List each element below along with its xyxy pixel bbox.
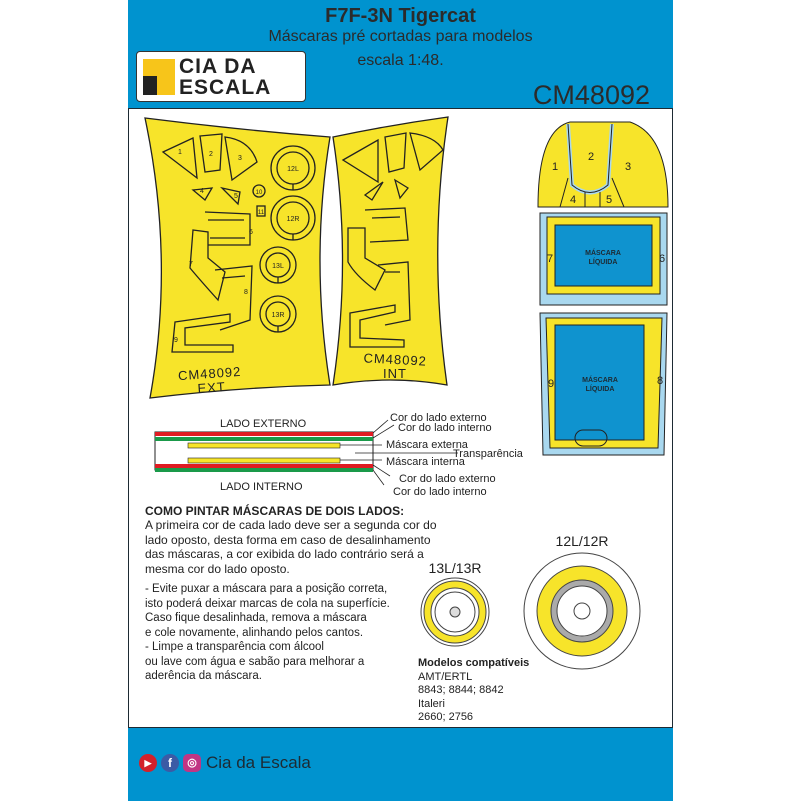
mask-number: 2 <box>209 151 213 158</box>
compatible-models: Modelos compatíveis AMT/ERTL 8843; 8844;… <box>418 657 529 725</box>
text-line: e cole novamente, alinhando pelos cantos… <box>145 626 364 639</box>
canopy-number: 1 <box>552 161 558 173</box>
text-line: - Limpe a transparência com álcool <box>145 641 324 653</box>
mask-number: 12L <box>287 166 299 173</box>
text-line: mesma cor do lado oposto. <box>145 561 290 576</box>
compat-line: 2660; 2756 <box>418 711 474 723</box>
mask-number: 10 <box>256 190 263 196</box>
callout: Cor do lado externo <box>399 473 496 485</box>
liquid-mask-area <box>554 324 645 441</box>
canopy-number: 4 <box>570 194 576 206</box>
compat-line: Italeri <box>418 697 445 710</box>
youtube-icon[interactable]: ▶ <box>139 754 157 772</box>
callout: Cor do lado interno <box>398 422 492 434</box>
liquid-mask-area <box>554 224 653 287</box>
logo-text-line2: ESCALA <box>179 76 272 99</box>
mask-number: 4 <box>200 188 204 195</box>
text-line: Caso fique desalinhada, remova a máscara <box>145 612 367 624</box>
mask-number: 9 <box>174 337 178 344</box>
liquid-mask-label: LÍQUIDA <box>589 257 618 266</box>
instructions-heading: COMO PINTAR MÁSCARAS DE DOIS LADOS: <box>145 504 405 518</box>
product-code: CM48092 <box>532 80 650 110</box>
mask-number: 11 <box>258 210 265 216</box>
canopy-number: 9 <box>548 378 554 390</box>
subtitle-line2: escala 1:48. <box>357 52 444 69</box>
wheel-13-diagram <box>420 577 490 647</box>
mask-number: 6 <box>249 229 253 236</box>
text-line: isto poderá deixar marcas de cola na sup… <box>145 597 390 610</box>
int-sheet-label: INT <box>383 366 407 381</box>
ext-sheet-label: EXT <box>197 379 226 396</box>
product-title: F7F-3N Tigercat <box>325 5 476 27</box>
instagram-icon[interactable]: ◎ <box>183 754 201 772</box>
mask-sheet-int <box>332 116 449 386</box>
wheel-12-label: 12L/12R <box>556 533 609 549</box>
logo-text-line1: CIA DA <box>179 55 257 78</box>
wheel-13-label: 13L/13R <box>429 560 482 576</box>
mask-number: 1 <box>178 149 182 156</box>
compat-line: AMT/ERTL <box>418 670 473 683</box>
mask-number: 5 <box>234 193 238 200</box>
diagram-top-label: LADO EXTERNO <box>220 418 307 430</box>
text-line: lado oposto, desta forma em caso de desa… <box>145 532 431 547</box>
text-line: A primeira cor de cada lado deve ser a s… <box>145 518 437 532</box>
footer-brand: Cia da Escala <box>206 753 311 772</box>
instructions-tips: - Evite puxar a máscara para a posição c… <box>145 582 390 684</box>
mask-number: 3 <box>238 155 242 162</box>
mask-number: 13L <box>272 263 284 270</box>
canopy-number: 2 <box>588 151 594 163</box>
callout: Cor do lado interno <box>393 486 487 498</box>
liquid-mask-label: LÍQUIDA <box>586 384 615 393</box>
diagram-bottom-label: LADO INTERNO <box>220 481 303 493</box>
compat-line: 8843; 8844; 8842 <box>418 684 504 696</box>
canopy-number: 6 <box>659 253 665 265</box>
canopy-number: 8 <box>657 375 663 387</box>
mask-illustrations: 1 2 3 4 5 6 7 8 9 10 11 12L 12R 13L 13R … <box>144 116 669 670</box>
mask-number: 8 <box>244 289 248 296</box>
instructions-paragraph: A primeira cor de cada lado deve ser a s… <box>145 518 437 576</box>
layer-diagram <box>154 419 458 486</box>
mask-number: 13R <box>272 312 285 319</box>
logo-mark-shadow <box>143 76 157 95</box>
mask-number: 7 <box>189 261 193 268</box>
mask-number: 12R <box>287 216 300 223</box>
compat-heading: Modelos compatíveis <box>418 657 530 669</box>
text-line: aderência da máscara. <box>145 670 262 682</box>
footer-banner <box>128 727 673 801</box>
ext-sheet-code: CM48092 <box>178 364 242 383</box>
canopy-number: 3 <box>625 161 631 173</box>
wheel-12-diagram <box>523 552 641 670</box>
text-line: das máscaras, a cor exibida do lado cont… <box>145 547 424 561</box>
callout: Cor do lado externo <box>390 412 487 424</box>
callout: Máscara externa <box>386 439 469 451</box>
liquid-mask-label: MÁSCARA <box>585 248 621 257</box>
canopy-number: 7 <box>547 253 553 265</box>
int-sheet-code: CM48092 <box>363 350 427 368</box>
callout: Máscara interna <box>386 456 466 468</box>
liquid-mask-label: MÁSCARA <box>582 375 618 384</box>
callout: Transparência <box>453 448 524 460</box>
subtitle-line1: Máscaras pré cortadas para modelos <box>268 28 533 45</box>
text-line: ou lave com água e sabão para melhorar a <box>145 655 365 668</box>
canopy-number: 5 <box>606 194 612 206</box>
logo: CIA DA ESCALA <box>136 51 306 102</box>
facebook-icon[interactable]: f <box>161 754 179 772</box>
text-line: - Evite puxar a máscara para a posição c… <box>145 583 388 595</box>
